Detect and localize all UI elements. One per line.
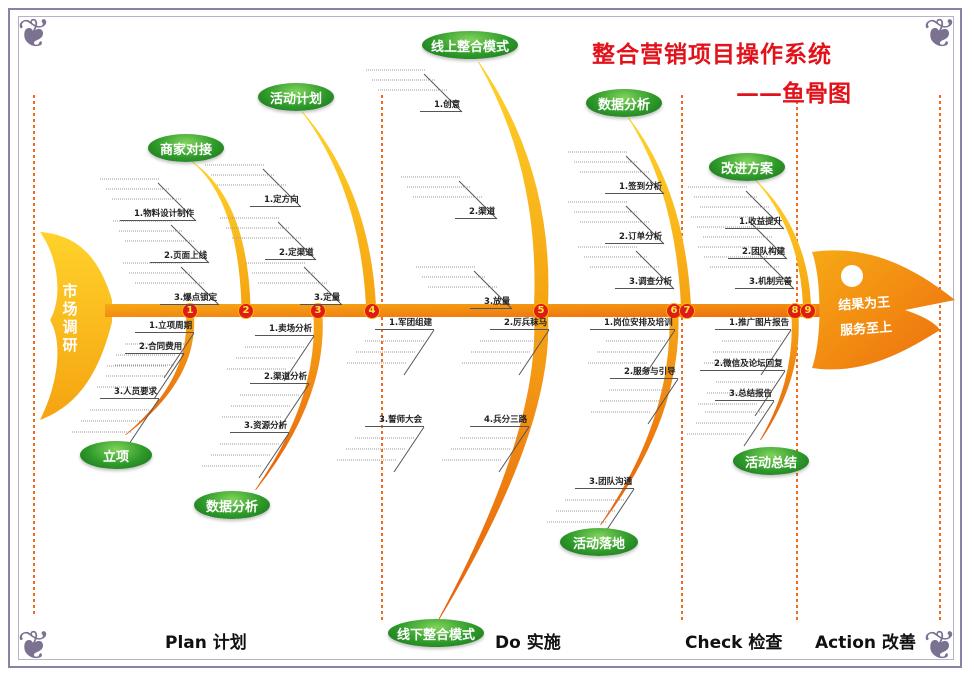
rib-project — [125, 316, 195, 435]
phase-plan: Plan 计划 — [165, 633, 247, 653]
branch-label: 2.服务与引导 — [610, 365, 678, 379]
phase-check: Check 检查 — [685, 633, 783, 653]
branch-label: 1.物料设计制作 — [120, 207, 197, 221]
branch-label: 2.页面上线 — [150, 249, 210, 263]
branch-label: 1.推广图片报告 — [715, 316, 792, 330]
branch-label: 2.定渠道 — [265, 246, 316, 260]
leaf-line — [258, 432, 290, 479]
branch-label: 1.创意 — [420, 98, 463, 112]
branch-label: 3.爆点锁定 — [160, 291, 220, 305]
step-number: 2 — [238, 303, 254, 319]
branch-label: 2.合同费用 — [125, 340, 185, 354]
leaf-line — [163, 332, 195, 379]
rib-landing — [600, 316, 679, 525]
branch-label: 1.立项周期 — [135, 319, 195, 333]
diagram-subtitle: ——鱼骨图 — [736, 80, 851, 107]
rib-merchant — [192, 162, 251, 306]
step-number: 7 — [679, 303, 695, 319]
leaf-line — [518, 329, 550, 376]
rib-data-bottom — [255, 316, 323, 490]
rib-activity-plan — [302, 112, 376, 306]
step-number: 1 — [182, 303, 198, 319]
leaf-line — [647, 378, 679, 425]
branch-label: 4.兵分三路 — [470, 413, 530, 427]
branch-label: 1.定方向 — [250, 193, 301, 207]
pill-data-top: 数据分析 — [586, 89, 662, 117]
branch-label: 1.收益提升 — [725, 215, 785, 229]
branch-label: 1.签到分析 — [605, 180, 665, 194]
corner-ornament-icon: ❦ — [923, 11, 957, 57]
leaf-line — [498, 426, 530, 473]
rib-offline — [438, 316, 549, 620]
pill-summary: 活动总结 — [733, 447, 809, 475]
leaf-line — [283, 335, 315, 382]
branch-label: 3.资源分析 — [230, 419, 290, 433]
branch-label: 2.渠道 — [455, 205, 498, 219]
diagram-title: 整合营销项目操作系统 — [592, 41, 832, 68]
branch-label: 1.军团组建 — [375, 316, 435, 330]
leaf-line — [153, 353, 185, 400]
branch-label: 2.厉兵秣马 — [490, 316, 550, 330]
rib-improve — [755, 180, 811, 306]
pill-landing: 活动落地 — [560, 528, 638, 556]
corner-ornament-icon: ❦ — [17, 623, 51, 669]
pill-offline: 线下整合模式 — [388, 619, 484, 647]
ornate-frame — [8, 8, 962, 668]
fish-eye-icon — [841, 265, 863, 287]
branch-label: 3.定量 — [300, 291, 343, 305]
leaf-line — [754, 370, 786, 417]
pill-project: 立项 — [80, 441, 152, 469]
leaf-line — [644, 329, 676, 376]
branch-label: 2.微信及论坛回复 — [700, 357, 785, 371]
head-label-1: 结果为王 — [837, 295, 891, 314]
branch-label: 3.调查分析 — [615, 275, 675, 289]
phase-do: Do 实施 — [495, 633, 561, 653]
tail-label: 市场调研 — [62, 282, 78, 354]
step-number: 4 — [364, 303, 380, 319]
head-label-2: 服务至上 — [839, 320, 893, 339]
branch-label: 2.团队构建 — [728, 245, 788, 259]
phase-action: Action 改善 — [815, 633, 916, 653]
leaf-line — [393, 426, 425, 473]
rib-online — [478, 62, 549, 306]
fish-spine — [105, 304, 825, 317]
pill-online: 线上整合模式 — [422, 31, 518, 59]
leaf-line — [278, 383, 310, 430]
step-number: 3 — [310, 303, 326, 319]
branch-label: 1.岗位安排及培训 — [590, 316, 675, 330]
branch-label: 2.订单分析 — [605, 230, 665, 244]
fish-tail — [40, 232, 112, 420]
leaf-line — [760, 329, 792, 376]
leaf-line — [403, 329, 435, 376]
corner-ornament-icon: ❦ — [17, 11, 51, 57]
pill-data-bottom: 数据分析 — [194, 491, 270, 519]
branch-label: 2.渠道分析 — [250, 370, 310, 384]
branch-label: 3.团队沟通 — [575, 475, 635, 489]
leaf-line — [603, 488, 635, 535]
inner-frame — [18, 16, 954, 660]
pill-activity-plan: 活动计划 — [258, 83, 334, 111]
branch-label: 3.总结报告 — [715, 387, 775, 401]
pill-merchant: 商家对接 — [148, 134, 224, 162]
pill-improve: 改进方案 — [709, 153, 785, 181]
step-number: 5 — [533, 303, 549, 319]
branch-label: 3.放量 — [470, 295, 513, 309]
branch-label: 3.誓师大会 — [365, 413, 425, 427]
rib-data-top — [628, 118, 691, 306]
branch-label: 3.人员要求 — [100, 385, 160, 399]
branch-label: 1.卖场分析 — [255, 322, 315, 336]
rib-summary — [760, 316, 799, 440]
leaf-line — [128, 398, 160, 445]
branch-label: 3.机制完善 — [735, 275, 795, 289]
leaf-line — [743, 400, 775, 447]
step-number: 9 — [800, 303, 816, 319]
corner-ornament-icon: ❦ — [923, 623, 957, 669]
